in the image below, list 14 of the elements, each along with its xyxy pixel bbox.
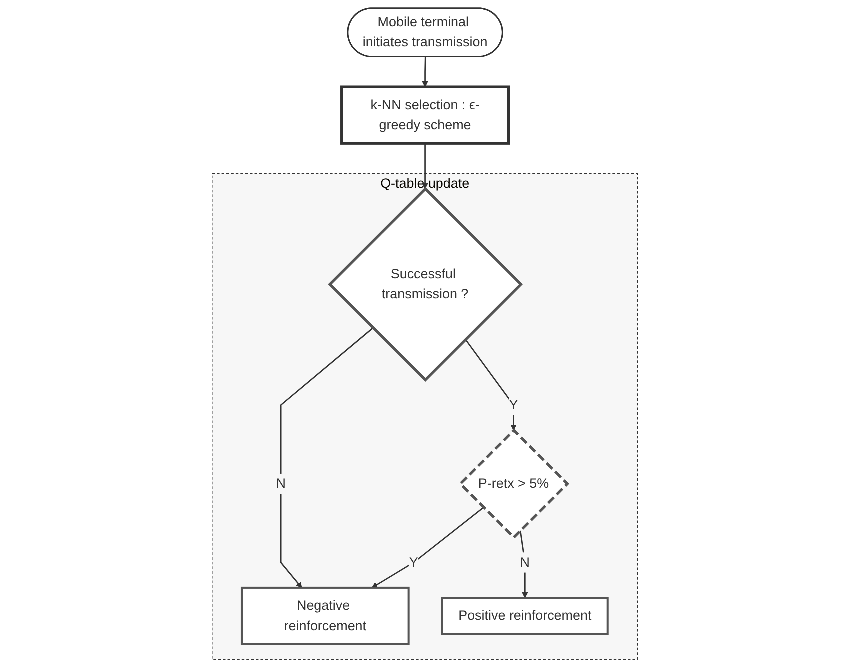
arrow [280,328,374,588]
arrow [422,144,429,190]
arrow [520,530,528,598]
edge-label: N [276,476,286,492]
edge-label: N [520,555,530,570]
arrow [422,57,429,88]
edge-label: Y [410,555,419,570]
node-diamond: P-retx > 5% [459,428,570,540]
arrow [372,507,485,588]
node-box: k-NN selection : ϵ-greedy scheme [340,86,510,145]
node-box: Negative reinforcement [241,586,410,646]
arrow [466,339,518,431]
edge-label: Y [510,398,519,413]
node-box: Positive reinforcement [442,597,610,636]
